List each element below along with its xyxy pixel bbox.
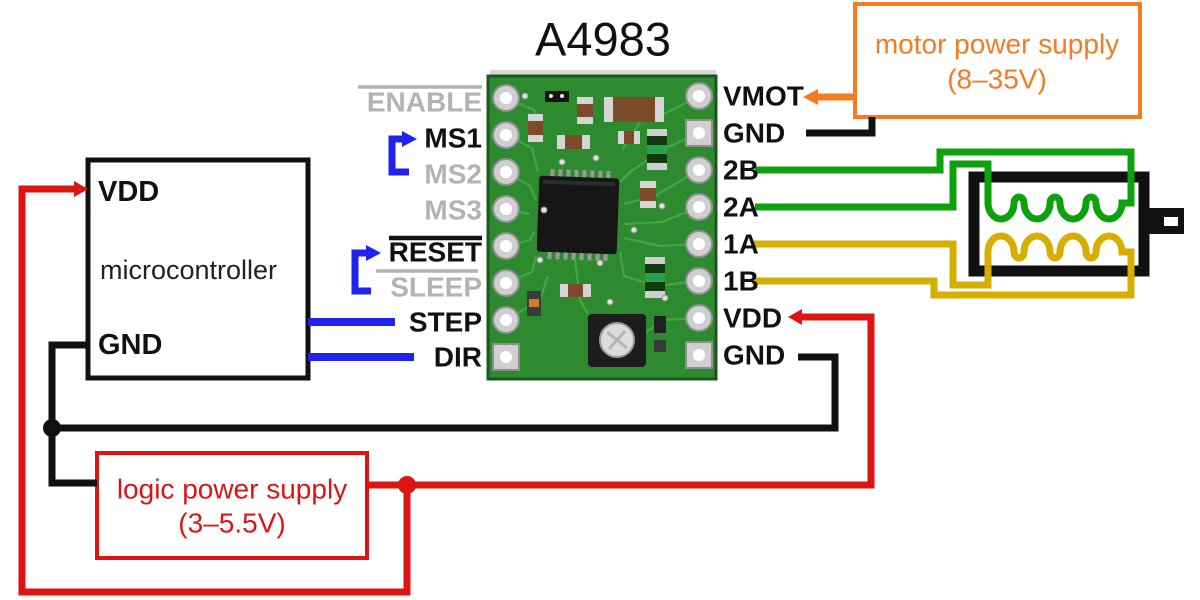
motor-shaft-notch xyxy=(1164,217,1178,226)
pin-label-step: STEP xyxy=(409,307,482,338)
smd-chip xyxy=(545,91,569,102)
board-top-edge xyxy=(490,70,716,78)
smd-dot xyxy=(549,94,553,98)
pin-pad xyxy=(685,193,713,221)
vdd-junction-dot xyxy=(398,476,416,494)
gnd-junction-dot xyxy=(43,419,61,437)
motor-supply-gnd-wire xyxy=(806,117,876,137)
pin-pad xyxy=(492,232,520,260)
pin-label-vdd: VDD xyxy=(723,303,782,334)
pin-pad xyxy=(685,304,713,332)
pin-label-2a: 2A xyxy=(723,192,759,223)
microcontroller-label: microcontroller xyxy=(100,255,277,285)
capacitor xyxy=(640,188,656,201)
coil2-wire-green xyxy=(755,148,1135,223)
pin-pad xyxy=(685,82,713,110)
reset-sleep-jumper-bracket xyxy=(351,249,371,295)
pin-label-enable: ENABLE xyxy=(367,87,482,118)
logic-power-supply-range: (3–5.5V) xyxy=(178,508,285,539)
diode-stripe xyxy=(645,273,665,282)
capacitor xyxy=(624,131,634,144)
ms1-arrowhead xyxy=(402,131,417,147)
pin-label-sleep: SLEEP xyxy=(390,272,482,303)
pin-label-1b: 1B xyxy=(723,266,759,297)
pin-pad xyxy=(685,267,713,295)
diagram-title: A4983 xyxy=(535,13,671,66)
pin-label-ms1: MS1 xyxy=(424,123,482,154)
ground-wiring xyxy=(48,117,876,487)
pin-pad xyxy=(492,306,520,334)
mcu-vdd-arrowhead xyxy=(74,181,88,197)
coil1-wire-yellow xyxy=(752,232,1135,299)
smd-chip xyxy=(654,316,666,333)
smd-dot xyxy=(560,94,564,98)
motor-power-supply-box xyxy=(853,2,1142,119)
ic-legs xyxy=(547,169,611,262)
pin-pad xyxy=(492,269,520,297)
capacitor xyxy=(568,284,583,297)
ic-sheen xyxy=(543,179,616,187)
ic-chip xyxy=(536,169,620,262)
capacitor xyxy=(577,104,593,117)
vias xyxy=(521,92,669,306)
pin-label-vmot: VMOT xyxy=(723,81,804,112)
board-components xyxy=(521,91,669,367)
mcu-gnd-wire xyxy=(48,341,97,487)
microcontroller-box xyxy=(85,157,311,381)
pin-pad xyxy=(685,341,713,369)
driver-board xyxy=(486,70,718,381)
left-pin-pads xyxy=(492,84,520,371)
driver-right-pin-labels: VMOT GND 2B 2A 1A 1B VDD GND xyxy=(723,81,804,371)
ms1-ms2-jumper-bracket xyxy=(388,135,409,176)
pin-pad xyxy=(492,84,520,112)
pin-label-ms3: MS3 xyxy=(424,195,482,226)
reset-arrowhead xyxy=(366,245,381,261)
logic-supply-to-mcu-vdd-wire xyxy=(18,185,411,596)
ic-body xyxy=(536,175,620,255)
pin-pad xyxy=(492,121,520,149)
logic-power-supply-box xyxy=(95,451,369,560)
pin-label-ms2: MS2 xyxy=(424,159,482,190)
pin-pad xyxy=(685,230,713,258)
pin-pad xyxy=(492,343,520,371)
pin-pad xyxy=(492,195,520,223)
capacitor xyxy=(565,135,582,149)
gnd-bus-wire xyxy=(52,353,839,432)
potentiometer-slot xyxy=(606,330,628,350)
power-wiring xyxy=(18,185,875,596)
pcb-traces xyxy=(505,95,700,337)
microcontroller-vdd-label: VDD xyxy=(98,176,159,208)
stepper-motor xyxy=(968,171,1184,277)
pin-label-gnd-bottom: GND xyxy=(723,340,785,371)
motor-power-supply-name: motor power supply xyxy=(875,29,1119,60)
pin-pad xyxy=(685,119,713,147)
logic-supply-to-driver-vdd-wire xyxy=(367,313,875,489)
smd-chip-window xyxy=(529,299,539,307)
right-pin-pads xyxy=(685,82,713,369)
pin-label-gnd-top: GND xyxy=(723,118,785,149)
pin-label-dir: DIR xyxy=(434,342,482,373)
capacitor xyxy=(613,97,655,122)
pin-pad xyxy=(685,156,713,184)
vmot-arrowhead xyxy=(803,89,818,105)
motor-power-supply-range: (8–35V) xyxy=(947,64,1047,95)
logic-power-supply-name: logic power supply xyxy=(117,474,347,505)
smd-chip xyxy=(654,340,666,352)
diode-stripe xyxy=(647,145,667,154)
pin-label-reset: RESET xyxy=(389,237,482,268)
pin-pad xyxy=(492,158,520,186)
driver-left-pin-labels: ENABLE MS1 MS2 MS3 RESET SLEEP STEP DIR xyxy=(358,85,482,373)
pin-label-1a: 1A xyxy=(723,229,759,260)
driver-vdd-arrowhead xyxy=(788,309,802,325)
capacitor xyxy=(528,121,543,135)
pin-label-2b: 2B xyxy=(723,155,759,186)
microcontroller-gnd-label: GND xyxy=(98,329,162,361)
